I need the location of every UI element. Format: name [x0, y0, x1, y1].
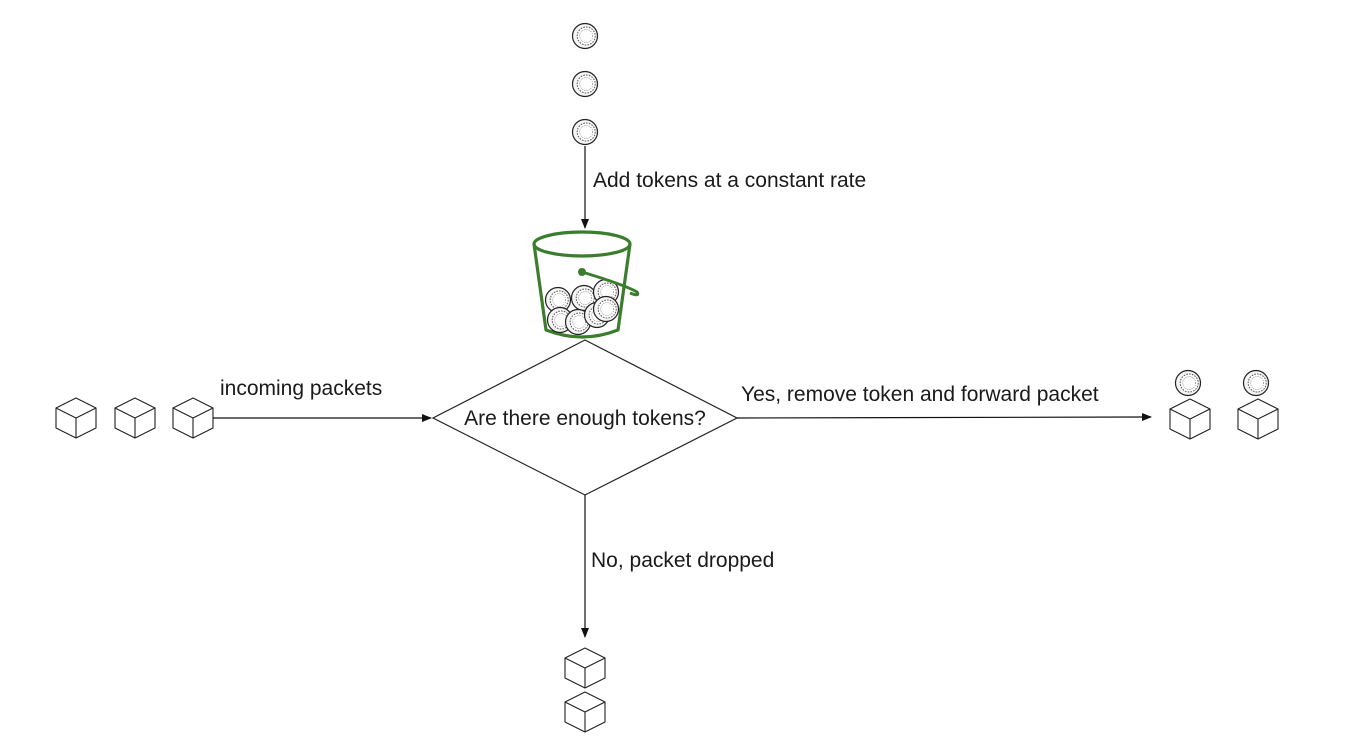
- yes-label: Yes, remove token and forward packet: [741, 383, 1099, 406]
- token-coin-icon: [1174, 369, 1202, 397]
- forwarded-packets: [1169, 369, 1279, 440]
- no-label: No, packet dropped: [591, 549, 774, 572]
- yes-arrow: [736, 413, 1152, 422]
- decision-label: Are there enough tokens?: [464, 407, 706, 430]
- incoming-packets: [55, 397, 214, 439]
- bucket-icon: [532, 230, 640, 339]
- token-coin-icon: [571, 118, 599, 146]
- token-coin-icon: [571, 70, 599, 98]
- packet-cube-icon: [564, 691, 606, 733]
- dropped-packets: [564, 647, 606, 733]
- incoming-packets-label: incoming packets: [220, 377, 382, 400]
- token-coin-icon: [1242, 369, 1270, 397]
- token-coin-icon: [571, 22, 599, 50]
- packet-cube-icon: [1237, 398, 1279, 440]
- packet-cube-icon: [114, 397, 156, 439]
- packet-cube-icon: [55, 397, 97, 439]
- packet-cube-icon: [1169, 398, 1211, 440]
- packet-cube-icon: [564, 647, 606, 689]
- add-tokens-label: Add tokens at a constant rate: [593, 169, 866, 192]
- token-coin-icon: [592, 295, 620, 323]
- falling-tokens: [571, 22, 599, 146]
- packet-cube-icon: [172, 397, 214, 439]
